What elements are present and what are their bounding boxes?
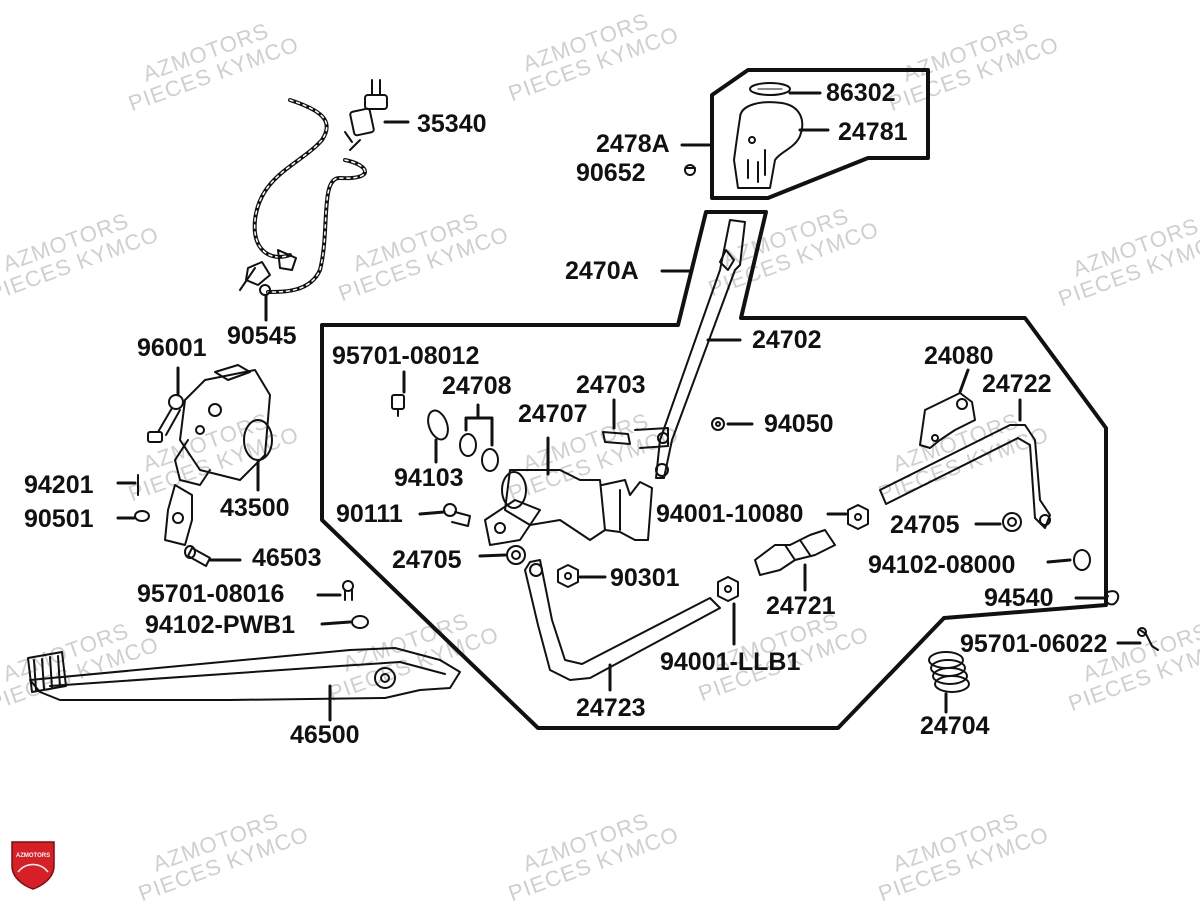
rod-joint-24721 <box>754 529 836 576</box>
part-label-24702: 24702 <box>752 326 822 354</box>
part-label-96001: 96001 <box>137 334 207 362</box>
linkage-rod-24723 <box>524 559 721 681</box>
part-label-90111: 90111 <box>336 500 403 528</box>
spring-24704 <box>928 651 970 693</box>
o-ring-24708-a <box>459 433 477 457</box>
part-label-95701-08016: 95701-08016 <box>137 580 285 608</box>
group-outline-shift-linkage <box>320 210 1108 730</box>
gear-knob <box>684 82 804 189</box>
part-label-24781: 24781 <box>838 118 908 146</box>
bolt-95701-08012 <box>391 394 405 417</box>
shift-shaft-assembly <box>484 469 653 546</box>
bushing-24705-right <box>1002 512 1022 532</box>
brake-pedal <box>27 647 461 701</box>
part-label-90301: 90301 <box>610 564 680 592</box>
switch-cable-assembly <box>239 79 388 296</box>
part-label-94001-LLB1: 94001-LLB1 <box>660 648 801 676</box>
bracket-24080 <box>919 392 976 449</box>
pin-46503 <box>184 545 211 567</box>
part-label-2470A: 2470A <box>565 257 639 285</box>
part-label-24704: 24704 <box>920 712 990 740</box>
part-label-24708: 24708 <box>442 372 512 400</box>
part-label-46500: 46500 <box>290 721 360 749</box>
part-label-24705-left: 24705 <box>392 546 462 574</box>
bolt-95701-06022 <box>1137 627 1159 651</box>
bolt-96001 <box>147 394 184 443</box>
part-label-94103: 94103 <box>394 464 464 492</box>
linkage-rod-24722 <box>879 424 1051 529</box>
part-label-94102-08000: 94102-08000 <box>868 551 1016 579</box>
washer-94103 <box>427 409 449 441</box>
part-label-24080: 24080 <box>924 342 994 370</box>
nut-94050 <box>711 417 725 431</box>
logo-text: AZMOTORS <box>15 853 51 859</box>
shift-lever <box>655 219 746 479</box>
part-label-90501: 90501 <box>24 505 94 533</box>
washer-94102-PWB1 <box>351 615 369 629</box>
part-label-94102-PWB1: 94102-PWB1 <box>145 611 296 639</box>
part-label-24721: 24721 <box>766 592 836 620</box>
part-label-86302: 86302 <box>826 79 896 107</box>
leader-lines <box>116 91 1142 722</box>
shield-icon <box>11 841 55 890</box>
part-label-94201: 94201 <box>24 471 94 499</box>
part-label-46503: 46503 <box>252 544 322 572</box>
azmotors-logo: AZMOTORS <box>8 838 58 890</box>
part-label-24723: 24723 <box>576 694 646 722</box>
master-cylinder <box>164 364 273 546</box>
clip-94540 <box>1105 590 1120 606</box>
part-label-95701-06022: 95701-06022 <box>960 630 1108 658</box>
part-label-24703: 24703 <box>576 371 646 399</box>
part-label-24722: 24722 <box>982 370 1052 398</box>
bolt-95701-08016 <box>342 580 354 601</box>
part-label-24705-right: 24705 <box>890 511 960 539</box>
part-label-24707: 24707 <box>518 400 588 428</box>
washer-90501 <box>134 510 150 522</box>
part-label-2478A: 2478A <box>596 130 670 158</box>
bushing-24705-left <box>506 545 526 565</box>
bolt-24703 <box>602 427 669 449</box>
bolt-90111 <box>443 503 471 527</box>
washer-94102-08000 <box>1073 549 1091 571</box>
part-label-94050: 94050 <box>764 410 834 438</box>
part-label-90545: 90545 <box>227 322 297 350</box>
part-label-35340: 35340 <box>417 110 487 138</box>
part-label-90652: 90652 <box>576 159 646 187</box>
group-outline-gear-knob <box>710 68 930 200</box>
nut-94001-10080 <box>847 504 869 530</box>
part-label-95701-08012: 95701-08012 <box>332 342 480 370</box>
part-label-94540: 94540 <box>984 584 1054 612</box>
part-label-43500: 43500 <box>220 494 290 522</box>
nut-90301 <box>557 564 579 588</box>
o-ring-24708-b <box>481 448 499 472</box>
nut-94001-LLB1 <box>717 576 739 602</box>
part-label-94001-10080: 94001-10080 <box>656 500 804 528</box>
